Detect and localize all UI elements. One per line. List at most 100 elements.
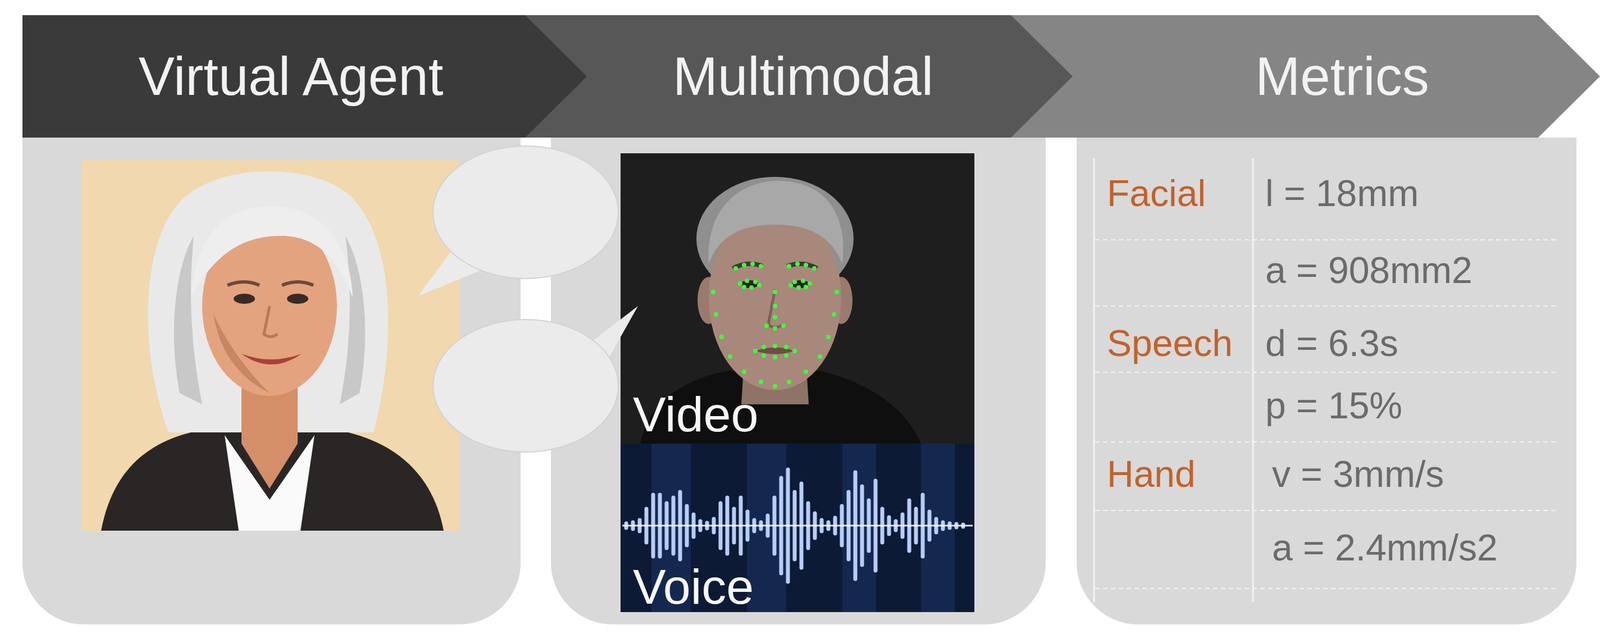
chevron-content: Virtual Agent bbox=[22, 15, 587, 138]
metric-category: Facial bbox=[1106, 172, 1206, 216]
user-photo bbox=[772, 326, 778, 331]
user-photo bbox=[620, 153, 975, 444]
user-photo bbox=[719, 334, 724, 340]
user-photo bbox=[761, 353, 767, 358]
user-photo bbox=[812, 266, 817, 271]
metrics-grid bbox=[1095, 587, 1556, 590]
user-photo bbox=[713, 312, 719, 317]
metric-value: d = 6.3s bbox=[1265, 322, 1399, 366]
user-photo bbox=[768, 289, 783, 328]
user-photo bbox=[733, 266, 738, 271]
user-photo bbox=[758, 263, 764, 269]
metric-value: v = 3mm/s bbox=[1272, 453, 1444, 496]
metric-category-holder: Hand bbox=[1106, 453, 1196, 496]
chevron-shape bbox=[22, 15, 587, 138]
chevron-content: Multimodal bbox=[505, 15, 1073, 138]
metrics-grid bbox=[1252, 158, 1255, 603]
metric-category: Speech bbox=[1106, 322, 1233, 366]
user-photo bbox=[831, 312, 837, 317]
agent-portrait bbox=[81, 160, 460, 531]
user-photo bbox=[758, 379, 764, 385]
metric-value: a = 908mm2 bbox=[1265, 249, 1473, 293]
user-photo bbox=[741, 262, 747, 268]
agent-portrait bbox=[81, 160, 460, 531]
user-photo bbox=[800, 278, 806, 284]
stage-title: Virtual Agent bbox=[138, 45, 444, 108]
agent-portrait bbox=[190, 206, 353, 298]
modality-label-holder: Video bbox=[632, 385, 759, 443]
metric-value: l = 18mm bbox=[1265, 172, 1419, 216]
metric-value-holder: a = 2.4mm/s2 bbox=[1272, 526, 1498, 570]
header-chevron: Virtual Agent bbox=[22, 15, 587, 138]
user-photo bbox=[753, 279, 758, 285]
metrics-grid bbox=[1095, 239, 1556, 589]
header-chevron: Metrics bbox=[999, 15, 1600, 138]
user-photo bbox=[795, 261, 800, 267]
user-photo bbox=[772, 303, 778, 309]
agent-portrait bbox=[224, 435, 315, 531]
agent-portrait bbox=[233, 293, 255, 304]
agent-portrait bbox=[148, 171, 389, 433]
user-photo bbox=[753, 348, 758, 354]
user-photo bbox=[741, 369, 747, 375]
user-photo bbox=[803, 262, 809, 268]
user-photo bbox=[781, 323, 786, 328]
metric-value-holder: v = 3mm/s bbox=[1272, 453, 1444, 496]
panel bbox=[550, 137, 1046, 625]
user-photo bbox=[741, 284, 747, 290]
user-photo bbox=[710, 289, 716, 295]
metrics-grid bbox=[1095, 305, 1556, 307]
user-photo bbox=[620, 153, 975, 444]
user-photo bbox=[783, 344, 789, 350]
chevron-content: Metrics bbox=[999, 15, 1600, 138]
user-photo bbox=[803, 284, 809, 290]
user-photo bbox=[796, 285, 801, 290]
modality-label: Voice bbox=[632, 558, 754, 615]
user-photo bbox=[744, 278, 750, 284]
modality-label-holder: Voice bbox=[632, 558, 754, 615]
chevron-shape bbox=[505, 15, 1073, 138]
metric-value-holder: l = 18mm bbox=[1265, 172, 1419, 216]
agent-portrait bbox=[227, 281, 260, 286]
user-photo bbox=[803, 369, 809, 375]
agent-portrait bbox=[281, 281, 314, 286]
stage-title: Multimodal bbox=[672, 45, 934, 108]
modality-label: Video bbox=[632, 385, 759, 443]
speech-bubble bbox=[432, 319, 619, 453]
user-photo bbox=[783, 353, 789, 358]
user-photo bbox=[826, 334, 831, 340]
speech-bubble bbox=[418, 146, 638, 453]
user-photo bbox=[755, 347, 795, 355]
metrics-grid bbox=[1093, 158, 1556, 603]
user-photo bbox=[834, 289, 840, 295]
agent-portrait bbox=[263, 306, 278, 337]
agent-portrait bbox=[241, 353, 302, 365]
user-photo bbox=[786, 263, 792, 269]
metric-value-holder: a = 908mm2 bbox=[1265, 249, 1473, 293]
metrics-grid bbox=[1095, 371, 1556, 373]
metric-value: a = 2.4mm/s2 bbox=[1272, 526, 1498, 570]
metric-category: Hand bbox=[1106, 453, 1196, 496]
header-chevron: Multimodal bbox=[505, 15, 1073, 138]
user-photo bbox=[792, 279, 797, 285]
metrics-grid bbox=[1095, 441, 1556, 443]
metrics-grid bbox=[1095, 239, 1556, 241]
panel bbox=[1076, 137, 1577, 625]
user-photo bbox=[710, 261, 840, 389]
speech-bubble bbox=[432, 146, 619, 279]
metric-value-holder: d = 6.3s bbox=[1265, 322, 1399, 366]
metrics-grid bbox=[1095, 509, 1556, 512]
metrics-grid bbox=[1093, 158, 1096, 603]
user-photo bbox=[772, 343, 778, 349]
user-photo bbox=[749, 285, 754, 290]
voice-waveform bbox=[622, 525, 973, 527]
user-photo bbox=[788, 283, 793, 288]
user-photo bbox=[792, 348, 797, 354]
metric-category-holder: Facial bbox=[1106, 172, 1206, 216]
metric-value-holder: p = 15% bbox=[1265, 384, 1403, 428]
user-photo bbox=[750, 261, 755, 267]
user-photo bbox=[761, 344, 767, 350]
panel bbox=[22, 137, 1577, 625]
user-photo bbox=[772, 384, 778, 389]
